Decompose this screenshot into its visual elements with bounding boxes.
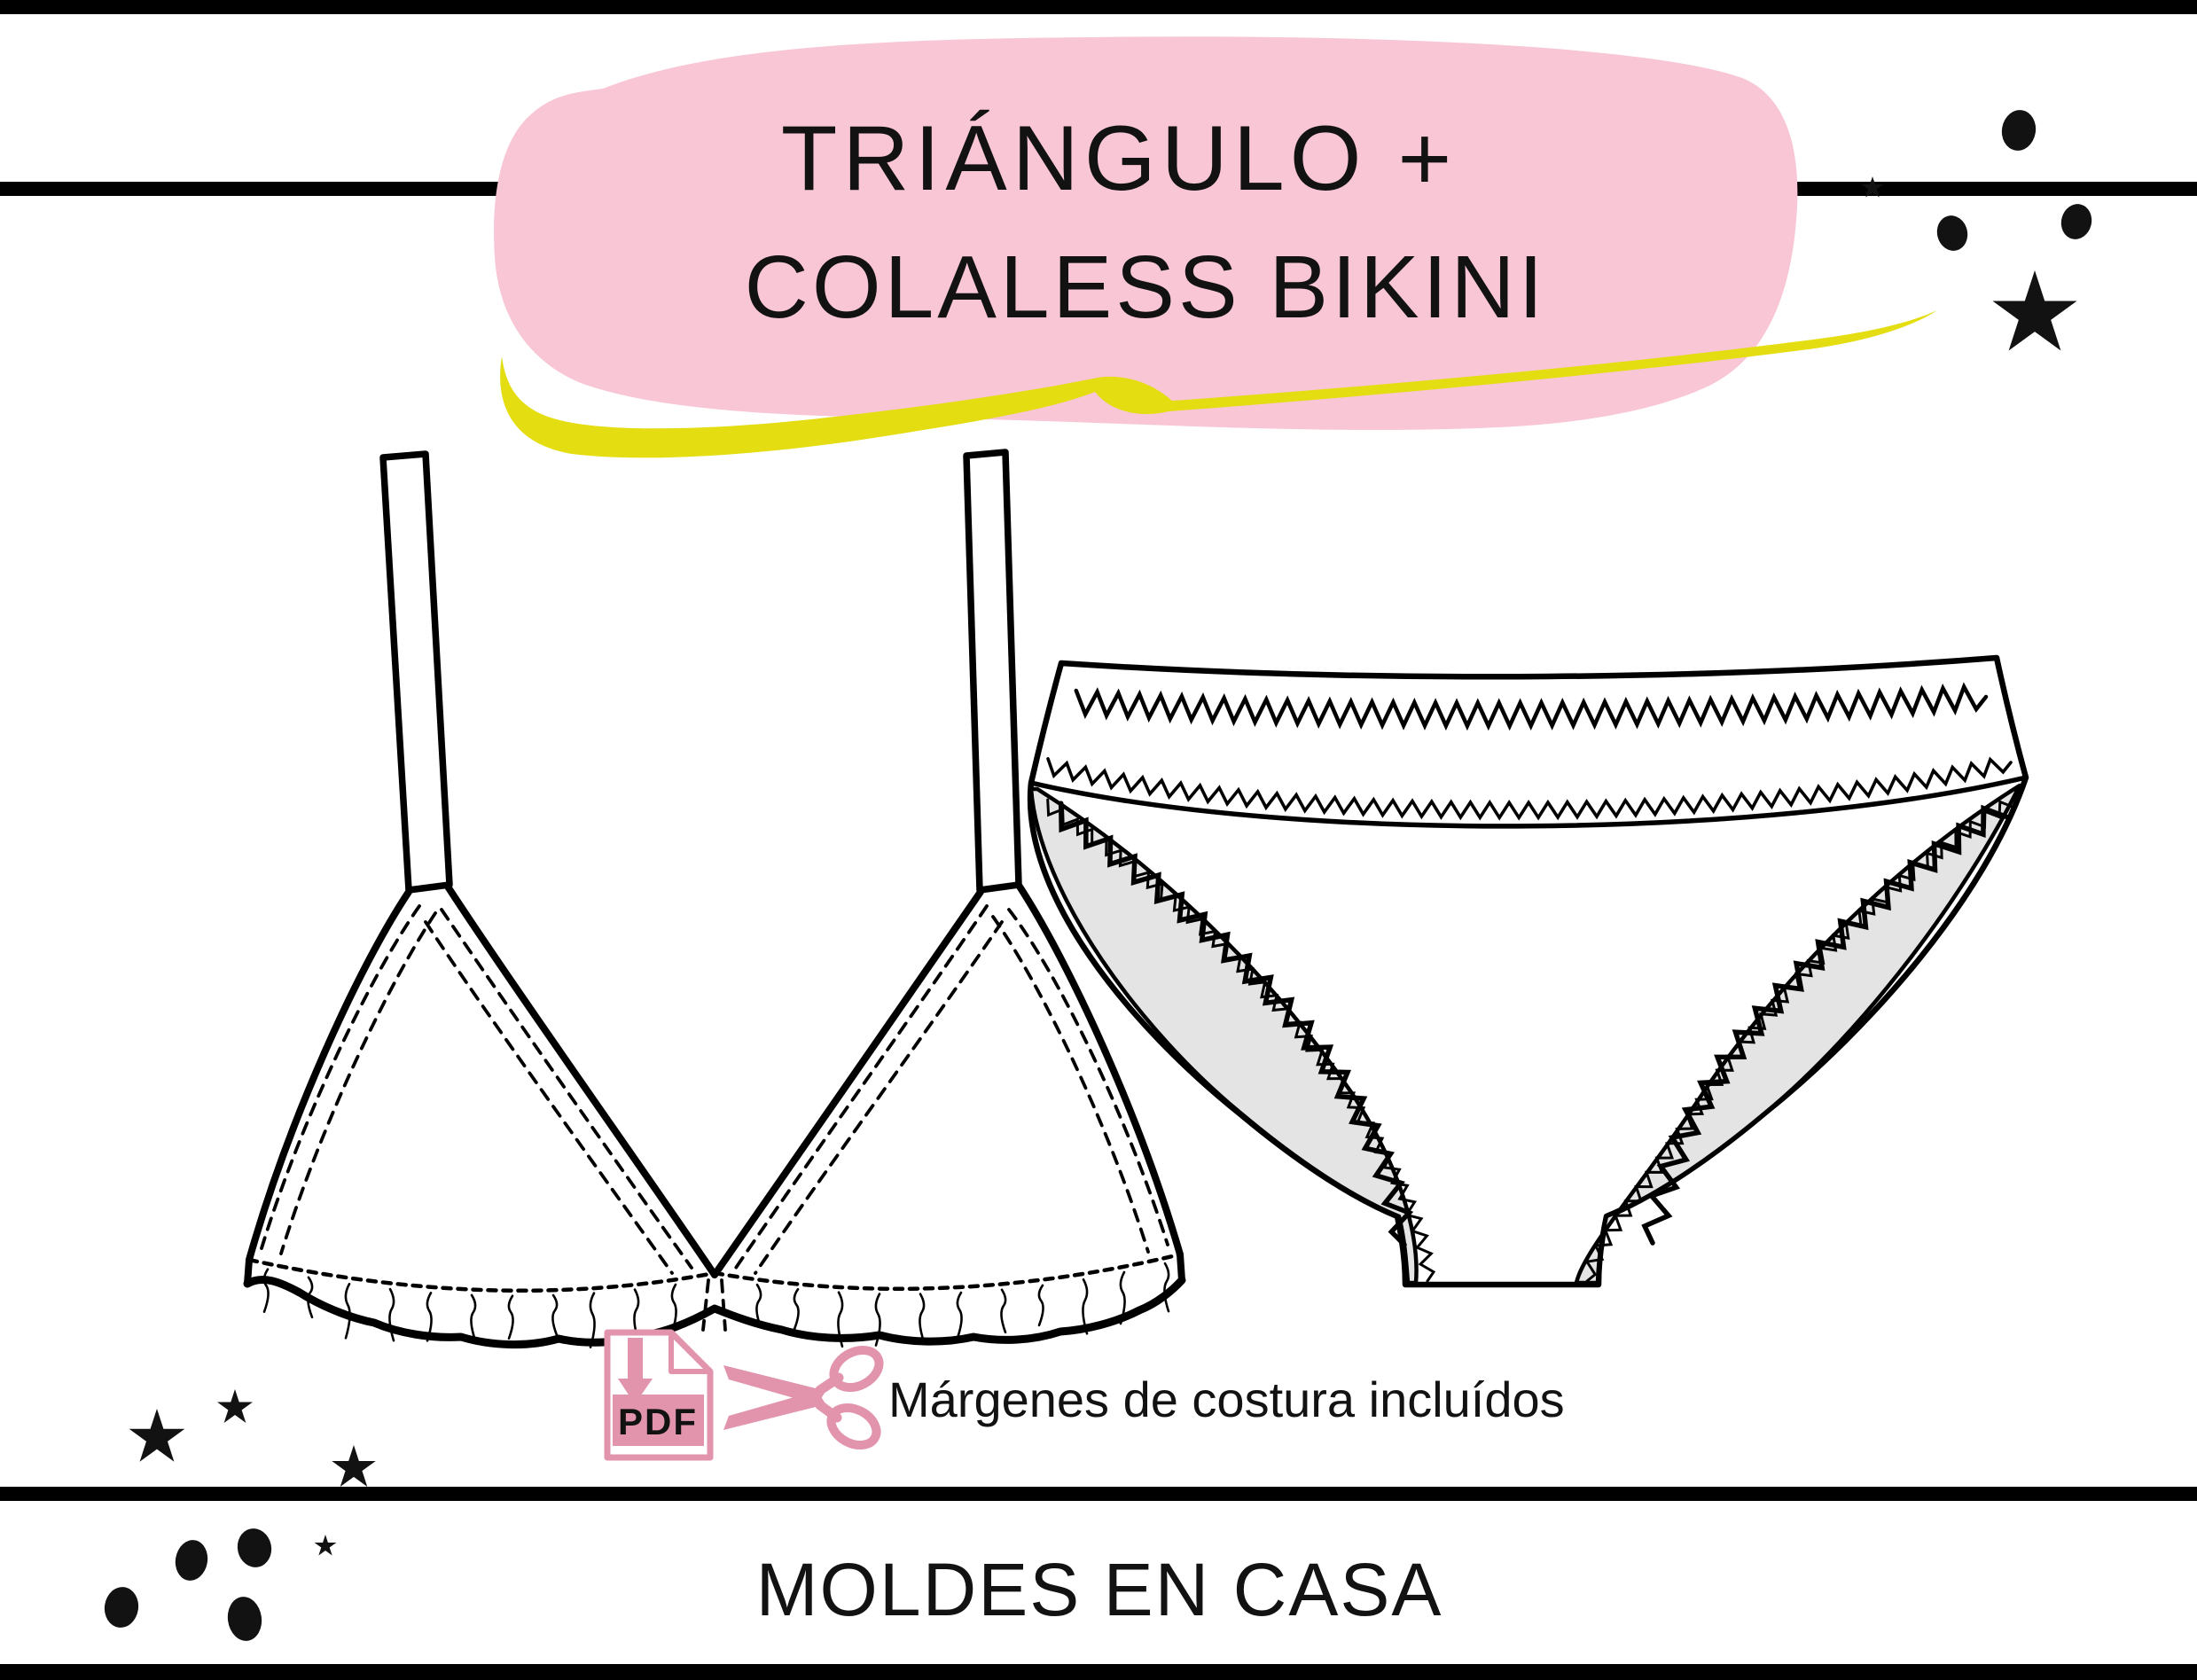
gather-squiggle	[507, 1294, 514, 1340]
gather-squiggle	[551, 1293, 559, 1337]
bra-band-cap-left	[244, 1256, 253, 1287]
scissors-blade-bottom	[723, 1387, 828, 1430]
gather-squiggle	[1000, 1288, 1007, 1334]
bra-seam-stitch	[260, 904, 1169, 1332]
title-highlight	[494, 36, 1938, 458]
gather-squiggle	[919, 1293, 926, 1343]
brand-name: MOLDES EN CASA	[756, 1548, 1443, 1631]
gather-squiggle	[670, 1283, 677, 1334]
gather-squiggle	[1163, 1262, 1170, 1313]
pdf-download-icon: PDF	[604, 1329, 714, 1461]
bra-band-stitch	[246, 1252, 1183, 1293]
colaless-bikini-bottom-technical-flat	[1027, 654, 2029, 1288]
pdf-label-band	[613, 1395, 704, 1446]
ink-dot-icon	[175, 1540, 208, 1581]
bra-strap-left	[379, 450, 453, 894]
ink-dot-icon	[104, 1587, 139, 1628]
zigzag-stitch	[1046, 756, 2013, 821]
title-line1: TRIÁNGULO +	[781, 107, 1457, 210]
ink-dot-icon	[2060, 204, 2092, 239]
scissors-handle-bottom	[826, 1403, 881, 1450]
gather-squiggle	[837, 1291, 844, 1348]
gather-squiggle	[874, 1293, 881, 1347]
bra-strap-right	[963, 449, 1022, 894]
gather-squiggle	[589, 1292, 596, 1348]
gather-squiggle	[262, 1268, 270, 1314]
pdf-label: PDF	[618, 1401, 698, 1442]
gather-squiggle	[755, 1283, 762, 1329]
gather-squiggle	[388, 1287, 395, 1342]
yellow-swoosh	[500, 310, 1938, 458]
pdf-doc-fold	[668, 1332, 710, 1374]
gather-squiggle	[633, 1288, 640, 1342]
gather-squiggle	[426, 1292, 433, 1342]
download-arrow-shaft	[628, 1338, 643, 1380]
bra-cup-right	[715, 888, 1180, 1289]
gather-squiggle	[793, 1287, 800, 1331]
bra-band	[247, 1254, 1182, 1345]
scissors-icon	[723, 1345, 884, 1450]
gather-squiggle	[344, 1283, 351, 1340]
bra-band-cap-right	[1177, 1251, 1185, 1284]
bottom-rules	[0, 1487, 2197, 1680]
title-line2: COLALESS BIKINI	[745, 238, 1547, 337]
footer-rule	[0, 1487, 2197, 1501]
colaless-leg-shade-left	[1028, 786, 1419, 1285]
scissors-handle-top	[829, 1345, 884, 1393]
top-right-decor	[1861, 110, 2092, 351]
ink-dot-icon	[2001, 110, 2037, 151]
gather-squiggle	[956, 1291, 963, 1340]
bottom-left-decor	[104, 1389, 376, 1641]
gather-squiggle	[307, 1276, 314, 1319]
bra-ruffle-hem	[243, 1275, 1186, 1349]
zigzag-stitch	[1046, 798, 1436, 1283]
ink-dot-icon	[227, 1597, 262, 1641]
top-edge-rule	[0, 0, 2197, 14]
bra-cup-edges	[246, 883, 1184, 1278]
colaless-band-bottom-edge	[1028, 775, 2029, 829]
gather-squiggle	[1037, 1284, 1044, 1327]
ink-dot-icon	[1936, 215, 1968, 251]
zigzag-stitch	[1074, 682, 1989, 731]
bottom-edge-rule	[0, 1664, 2197, 1680]
seam-allowance-note: Márgenes de costura incluídos	[888, 1371, 1565, 1427]
gather-squiggle	[1082, 1278, 1089, 1335]
gather-squiggle	[1119, 1270, 1126, 1325]
zigzag-stitch	[1584, 800, 2016, 1283]
pink-blob	[494, 36, 1798, 431]
download-arrow-head	[618, 1379, 653, 1404]
bra-gather-squiggles	[262, 1262, 1170, 1348]
triangle-bikini-top-technical-flat	[243, 449, 1186, 1349]
gather-squiggle	[470, 1293, 477, 1342]
ink-dot-icon	[237, 1528, 272, 1567]
bra-cup-left	[249, 888, 715, 1291]
